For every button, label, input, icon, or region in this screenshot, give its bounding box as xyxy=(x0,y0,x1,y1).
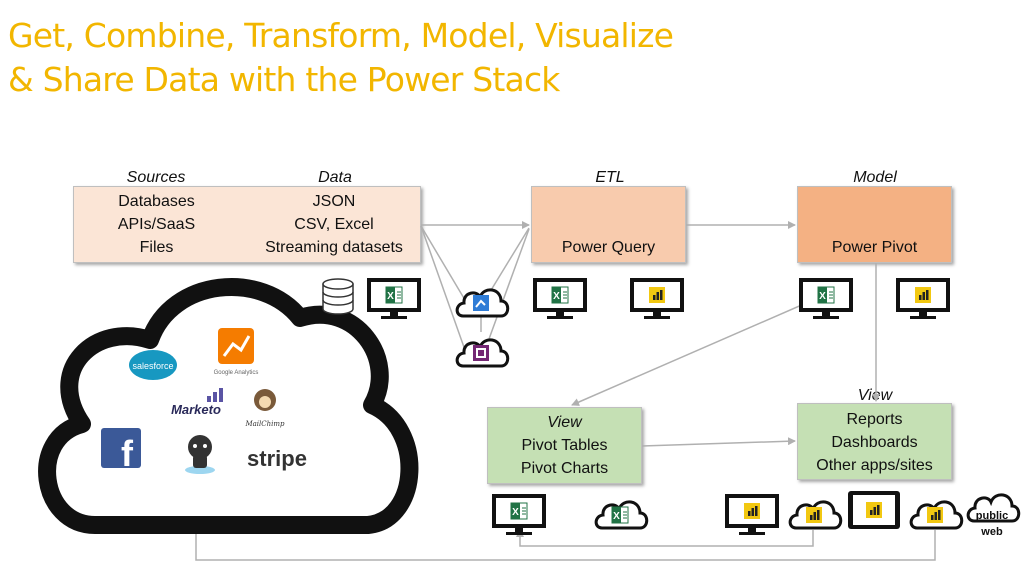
powerbi-monitor-icon xyxy=(630,278,684,319)
view-item-pivot-charts: Pivot Charts xyxy=(520,460,609,477)
sources-label: Sources xyxy=(126,169,186,186)
marketo-text: Marketo xyxy=(171,402,221,417)
powerbi-tablet-icon xyxy=(848,491,900,529)
data-item-json: JSON xyxy=(312,193,356,210)
title-line-2: & Share Data with the Power Stack xyxy=(8,60,560,99)
data-label: Data xyxy=(318,169,352,186)
connector-lines xyxy=(192,221,936,561)
data-item-csv: CSV, Excel xyxy=(294,216,374,233)
view-item-dashboards: Dashboards xyxy=(831,434,918,451)
source-item-files: Files xyxy=(139,239,174,256)
data-sources-cloud: salesforce Google Analytics Marketo Mail… xyxy=(38,278,419,534)
stripe-text: stripe xyxy=(247,446,307,471)
page-title: Get, Combine, Transform, Model, Visualiz… xyxy=(8,14,674,102)
view-left-box: View Pivot Tables Pivot Charts xyxy=(487,407,642,484)
model-box: Power Pivot xyxy=(797,186,952,263)
public-web-line2: web xyxy=(980,526,1003,538)
powerbi-monitor-icon xyxy=(725,494,779,535)
google-analytics-logo: Google Analytics xyxy=(214,328,259,376)
view-item-pivot-tables: Pivot Tables xyxy=(521,437,608,454)
powerbi-monitor-icon xyxy=(896,278,950,319)
powerapps-cloud-icon xyxy=(455,338,510,368)
view-item-reports: Reports xyxy=(846,411,903,428)
etl-box: Power Query xyxy=(531,186,686,263)
excel-cloud-icon xyxy=(594,500,649,530)
view-right-box: Reports Dashboards Other apps/sites xyxy=(797,403,952,480)
marketo-logo: Marketo xyxy=(171,388,223,417)
model-label: Model xyxy=(853,169,897,186)
source-item-apis: APIs/SaaS xyxy=(117,216,196,233)
mailchimp-logo: MailChimp xyxy=(244,389,285,428)
flow-cloud-icon xyxy=(455,288,510,318)
view-left-label: View xyxy=(547,414,582,431)
excel-monitor-icon xyxy=(367,278,421,319)
facebook-icon: f xyxy=(101,428,141,474)
excel-monitor-icon xyxy=(799,278,853,319)
excel-monitor-icon xyxy=(533,278,587,319)
model-power-pivot: Power Pivot xyxy=(831,239,918,256)
github-icon xyxy=(185,435,215,474)
google-analytics-text: Google Analytics xyxy=(214,370,259,376)
view-item-other-apps: Other apps/sites xyxy=(816,457,933,474)
source-item-databases: Databases xyxy=(118,193,195,210)
sources-box: Databases APIs/SaaS Files JSON CSV, Exce… xyxy=(73,186,421,263)
salesforce-text: salesforce xyxy=(132,361,173,371)
powerbi-cloud-icon xyxy=(788,500,843,530)
public-web-cloud-icon: public web xyxy=(966,493,1021,538)
salesforce-logo xyxy=(129,350,177,380)
database-icon xyxy=(322,278,354,315)
excel-monitor-icon xyxy=(492,494,546,535)
data-item-streaming: Streaming datasets xyxy=(265,239,403,256)
svg-text:f: f xyxy=(121,433,134,474)
etl-label: ETL xyxy=(595,169,625,186)
etl-power-query: Power Query xyxy=(561,239,656,256)
powerbi-cloud-icon xyxy=(909,500,964,530)
public-web-line1: public xyxy=(976,510,1008,522)
title-line-1: Get, Combine, Transform, Model, Visualiz… xyxy=(8,16,674,55)
mailchimp-text: MailChimp xyxy=(244,420,285,428)
